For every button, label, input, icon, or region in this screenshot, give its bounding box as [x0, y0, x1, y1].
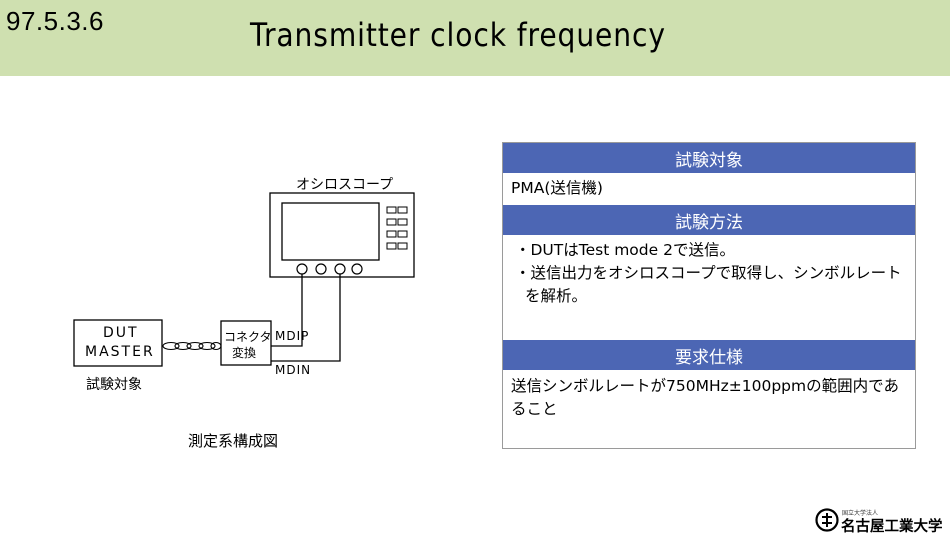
method-text: ・DUTはTest mode 2で送信。 ・送信出力をオシロスコープで取得し、シ…	[511, 239, 911, 308]
diagram-drawing	[73, 192, 415, 367]
method-bullet: ・DUTはTest mode 2で送信。	[515, 241, 735, 259]
oscilloscope-label: オシロスコープ	[296, 177, 394, 193]
measurement-diagram: オシロスコープ DUT MASTER 試験対象 コネクタ 変換 MDIP MDI…	[0, 76, 500, 476]
mdin-label: MDIN	[275, 363, 312, 377]
method-heading: 試験方法	[503, 205, 915, 235]
requirement-heading: 要求仕様	[503, 340, 915, 370]
oscilloscope-buttons	[386, 206, 408, 250]
slide-header: 97.5.3.6 Transmitter clock frequency	[0, 0, 950, 76]
converter-label-line2: 変換	[232, 346, 257, 360]
logo-name: 名古屋工業大学	[841, 518, 943, 535]
converter-label-line1: コネクタ	[224, 330, 272, 344]
target-heading: 試験対象	[503, 143, 915, 173]
dut-label-line2: MASTER	[85, 344, 155, 360]
connector-converter-box	[220, 320, 272, 366]
test-info-panel: 試験対象 PMA(送信機) 試験方法 ・DUTはTest mode 2で送信。 …	[502, 142, 916, 449]
dut-master-box	[73, 319, 163, 367]
target-text: PMA(送信機)	[511, 179, 603, 197]
twisted-pair-cable	[162, 341, 222, 351]
oscilloscope-channel-inputs	[296, 263, 363, 275]
mdip-line	[271, 274, 303, 347]
oscilloscope-screen	[281, 202, 380, 261]
tech-emblem-icon	[815, 508, 839, 532]
section-number: 97.5.3.6	[6, 6, 104, 36]
dut-label-line1: DUT	[103, 325, 139, 341]
diagram-caption: 測定系構成図	[188, 432, 279, 450]
mdip-label: MDIP	[275, 329, 310, 343]
slide-title: Transmitter clock frequency	[250, 16, 666, 54]
requirement-text: 送信シンボルレートが750MHz±100ppmの範囲内であること	[511, 377, 899, 418]
university-logo: 国立大学法人 名古屋工業大学	[815, 506, 950, 536]
logo-subtitle: 国立大学法人	[842, 510, 879, 517]
mdin-line	[271, 274, 341, 362]
dut-caption: 試験対象	[86, 377, 142, 393]
method-bullet: ・送信出力をオシロスコープで取得し、シンボルレートを解析。	[515, 264, 902, 305]
